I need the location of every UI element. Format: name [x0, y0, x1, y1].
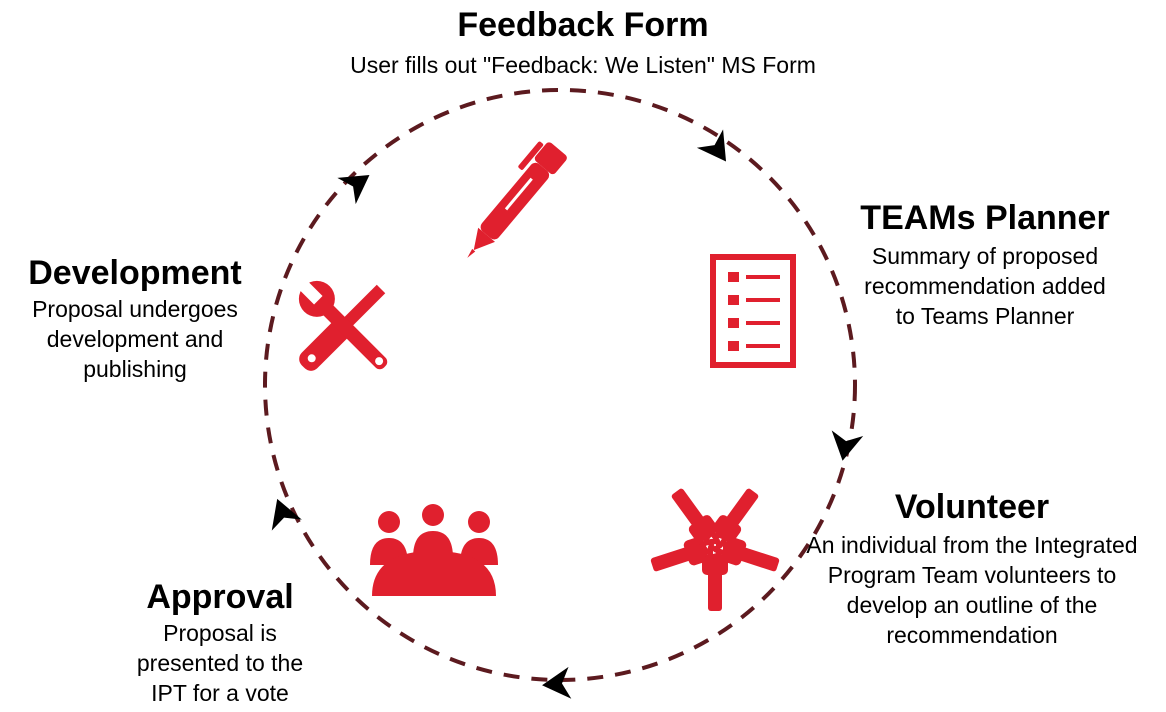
step-description: Proposal is presented to the IPT for a v… — [136, 620, 304, 706]
step-title: TEAMs Planner — [860, 199, 1110, 237]
checklist-icon — [710, 254, 796, 368]
chevron-arrow-icon — [337, 174, 370, 205]
step-description: User fills out "Feedback: We Listen" MS … — [350, 52, 816, 78]
hands-icon — [650, 488, 780, 611]
step-title: Volunteer — [894, 488, 1050, 526]
step-title: Development — [28, 254, 242, 292]
tools-icon — [295, 277, 388, 371]
step-development: Development Proposal undergoes developme… — [0, 254, 270, 384]
chevron-arrow-icon — [542, 666, 572, 699]
chevron-arrow-icon — [696, 129, 727, 162]
step-description: An individual from the Integrated Progra… — [806, 532, 1138, 648]
meeting-icon — [370, 504, 498, 596]
pen-icon — [467, 141, 567, 258]
step-approval: Approval Proposal is presented to the IP… — [85, 578, 355, 708]
step-title: Feedback Form — [457, 6, 709, 44]
step-teams-planner: TEAMs Planner Summary of proposed recomm… — [835, 199, 1135, 331]
chevron-arrow-icon — [271, 498, 302, 531]
step-description: Summary of proposed recommendation added… — [864, 243, 1106, 329]
step-title: Approval — [146, 578, 294, 616]
step-description: Proposal undergoes development and publi… — [32, 296, 238, 382]
step-volunteer: Volunteer An individual from the Integra… — [786, 488, 1158, 650]
step-feedback-form: Feedback Form User fills out "Feedback: … — [233, 6, 933, 80]
chevron-arrow-icon — [831, 430, 864, 461]
